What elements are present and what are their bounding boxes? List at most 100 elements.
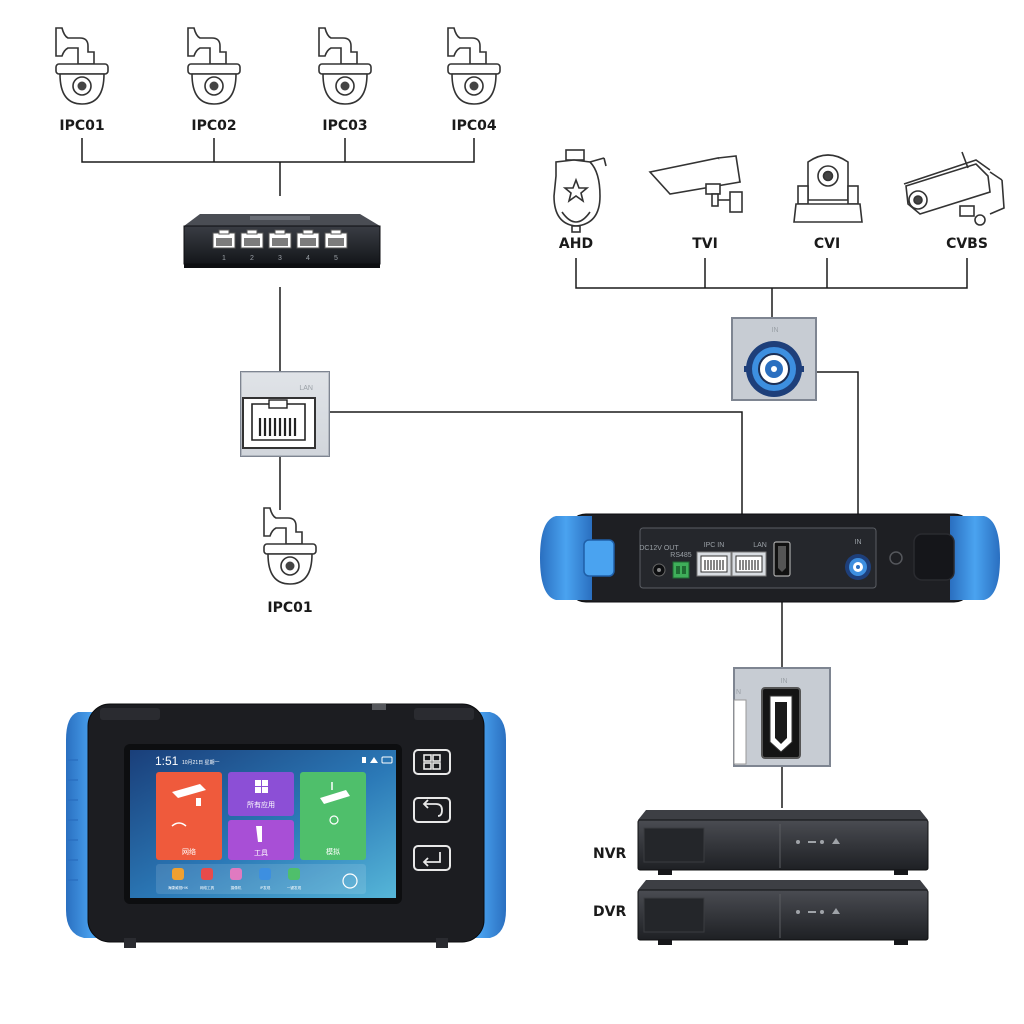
bullet-camera-icon <box>648 155 743 213</box>
bnc-label: IN <box>855 539 862 546</box>
analog-camera-tvi: TVI <box>648 155 743 252</box>
lan-partial-label: N <box>736 689 741 696</box>
tester-top-panel: DC12V OUT RS485 IPC IN LAN IN <box>540 513 1000 603</box>
enter-button[interactable] <box>413 845 451 871</box>
nvr-device-icon <box>637 809 929 876</box>
dock-app[interactable]: 摄像机 <box>230 868 242 890</box>
dock-label: 海康威视HIK <box>168 885 189 890</box>
port-number: 3 <box>278 255 282 262</box>
notification-icon <box>362 757 366 763</box>
wifi-icon <box>370 757 378 763</box>
camera-label: CVI <box>814 236 840 252</box>
ethernet-port-icon <box>324 229 348 249</box>
status-icons <box>362 756 393 764</box>
ip-camera-1: IPC01 <box>55 27 109 134</box>
single-ip-camera: IPC01 <box>263 507 317 616</box>
dome-camera-icon <box>263 507 317 585</box>
hdmi-port-label: IN <box>781 678 788 685</box>
cctv-tester-device: 1:51 10月21日 星期一 网络 所有应用 <box>66 703 506 948</box>
bnc-port-closeup: IN <box>731 317 817 401</box>
grid-icon <box>423 754 441 770</box>
undo-icon <box>422 799 443 817</box>
camera-label: TVI <box>692 236 718 252</box>
analog-camera-cvbs: CVBS <box>903 151 1005 252</box>
hdmi-port-icon <box>773 541 791 577</box>
analog-camera-ahd: AHD <box>553 149 607 252</box>
dock-label: 网络工具 <box>200 885 215 890</box>
switch-ports <box>212 229 348 249</box>
recorder-dvr: DVR <box>593 879 929 946</box>
recorder-label: DVR <box>593 904 626 920</box>
port-number: 4 <box>306 255 310 262</box>
ip-camera-4: IPC04 <box>447 27 501 134</box>
enter-icon <box>422 852 441 867</box>
hardware-buttons <box>413 749 451 871</box>
camera-label: AHD <box>559 236 593 252</box>
port-number: 2 <box>250 255 254 262</box>
dvr-device-icon <box>637 879 929 946</box>
connection-wires <box>81 138 968 808</box>
dome-camera-icon <box>447 27 501 105</box>
rs485-label: RS485 <box>670 552 692 559</box>
port-number: 1 <box>222 255 226 262</box>
camera-icon <box>172 784 206 798</box>
dome-camera-icon <box>55 27 109 105</box>
tile-label: 所有应用 <box>247 800 275 809</box>
wifi-icon <box>171 822 187 827</box>
clock-time: 1:51 <box>155 754 179 768</box>
ethernet-port-icon <box>696 551 732 577</box>
ethernet-port-icon <box>240 229 264 249</box>
tile-label: 网络 <box>182 847 196 856</box>
app-tile-network[interactable]: 网络 <box>156 772 222 860</box>
bnc-port-label: IN <box>772 327 779 334</box>
tile-label: 模拟 <box>326 847 340 856</box>
app-tile-analog[interactable]: 模拟 <box>300 772 366 860</box>
port-number: 5 <box>334 255 338 262</box>
box-camera-icon <box>903 151 1005 226</box>
camera-icon <box>320 790 350 804</box>
app-dock: 海康威视HIK 网络工具 摄像机 IP发现 一键发现 <box>156 864 366 894</box>
wrench-icon <box>256 826 262 842</box>
camera-label: IPC04 <box>451 118 496 134</box>
ethernet-port-icon <box>268 229 292 249</box>
dock-label: 摄像机 <box>231 885 242 890</box>
camera-label: CVBS <box>946 236 988 252</box>
ethernet-port-icon <box>296 229 320 249</box>
lan-port-label: LAN <box>299 385 313 392</box>
lan-port-closeup: LAN <box>240 371 330 457</box>
menu-button[interactable] <box>413 749 451 775</box>
dock-app[interactable]: 网络工具 <box>200 868 215 890</box>
bnc-connector-icon <box>744 341 804 397</box>
lan-label: LAN <box>753 542 767 549</box>
tile-label: 工具 <box>254 849 268 857</box>
dock-app[interactable]: 海康威视HIK <box>168 868 189 890</box>
ip-camera-2: IPC02 <box>187 27 241 134</box>
ethernet-port-icon <box>212 229 236 249</box>
ipc-in-label: IPC IN <box>704 542 725 549</box>
app-tile-all-apps[interactable]: 所有应用 <box>228 772 294 816</box>
network-switch: 1 2 3 4 5 <box>183 214 381 268</box>
ethernet-port-icon <box>242 397 316 449</box>
app-tile-tools[interactable]: 工具 <box>228 820 294 860</box>
compass-icon[interactable] <box>342 873 358 889</box>
dome-camera-icon <box>187 27 241 105</box>
clock-date: 10月21日 星期一 <box>182 760 220 766</box>
recorder-label: NVR <box>593 846 627 862</box>
camera-label: IPC02 <box>191 118 236 134</box>
camera-label: IPC01 <box>59 118 104 134</box>
dc-label: DC12V OUT <box>639 545 679 552</box>
tester-screen: 1:51 10月21日 星期一 网络 所有应用 <box>130 750 396 898</box>
ethernet-port-icon <box>731 551 767 577</box>
recorder-nvr: NVR <box>593 809 929 876</box>
battery-icon <box>381 756 393 764</box>
dome-camera-icon <box>318 27 372 105</box>
speed-dome-camera-icon <box>553 149 607 233</box>
dock-app[interactable]: 一键发现 <box>287 868 302 890</box>
dock-label: 一键发现 <box>287 885 302 890</box>
dock-app[interactable]: IP发现 <box>259 868 271 890</box>
analog-camera-cvi: CVI <box>793 154 863 252</box>
back-button[interactable] <box>413 797 451 823</box>
bnc-connector-icon <box>845 554 871 580</box>
grid-icon <box>255 780 268 793</box>
